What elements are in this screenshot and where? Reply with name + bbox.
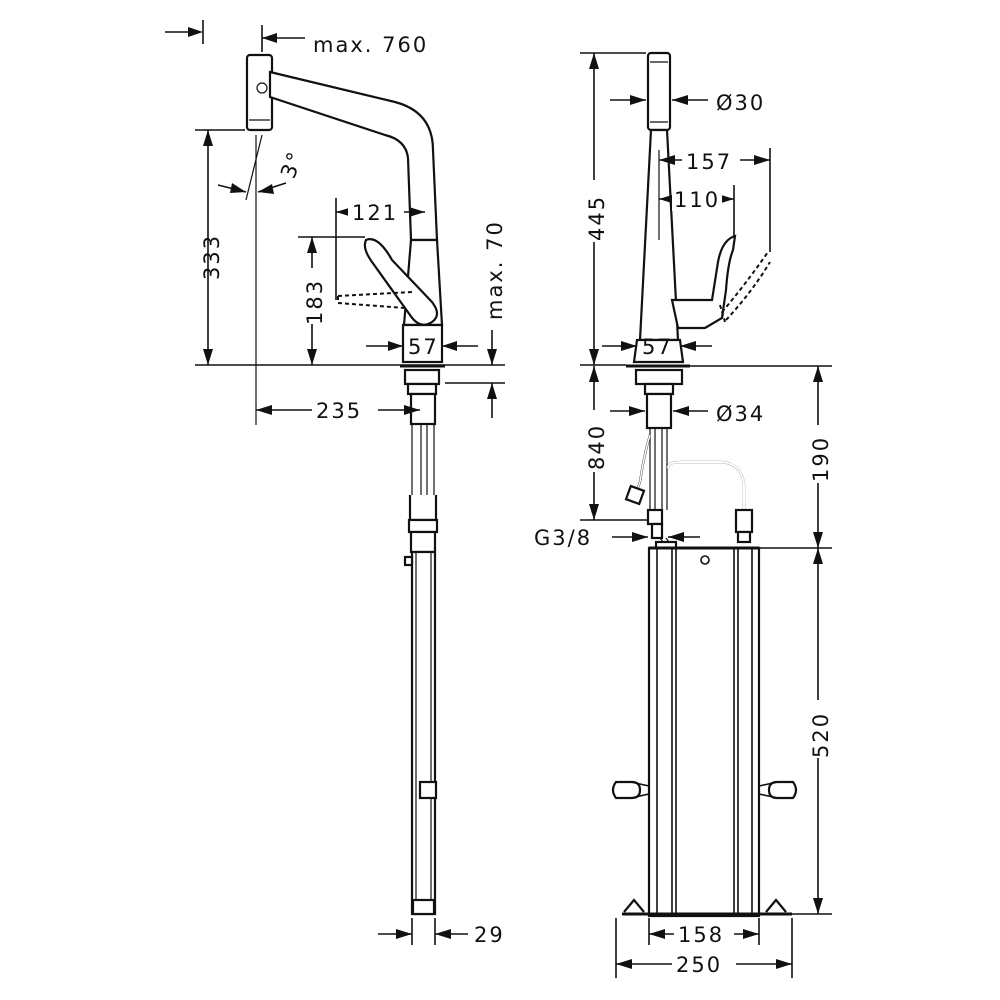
angle-label: 3°	[276, 147, 308, 181]
shank-diameter-label: Ø34	[716, 402, 765, 426]
front-view-dimensions: Ø30 157 110 445 57 Ø34	[534, 52, 833, 978]
side-base-width-label: 57	[408, 335, 439, 359]
below-deck-840-label: 840	[585, 424, 609, 470]
lever-height-label: 183	[303, 279, 327, 325]
projection-235-label: 235	[316, 399, 362, 423]
box-250-label: 250	[676, 953, 722, 977]
box-520-label: 520	[809, 712, 833, 758]
lever	[363, 238, 439, 326]
faucet-base	[401, 323, 444, 364]
max-reach-label: max. 760	[313, 33, 428, 57]
front-lever	[670, 234, 737, 330]
hose-box	[647, 546, 761, 918]
side-view-dimensions: max. 760 3° 333 121 183	[165, 20, 507, 947]
lever-open-position	[337, 291, 413, 309]
thread-label: G3/8	[534, 526, 592, 550]
left-clamp	[611, 780, 642, 800]
side-view-faucet	[245, 53, 445, 916]
swing-157-label: 157	[686, 150, 732, 174]
lever-reach-label: 121	[352, 201, 398, 225]
supply-hoses	[411, 424, 435, 495]
swing-110-label: 110	[674, 188, 720, 212]
front-base-width-label: 57	[642, 335, 673, 359]
front-shank	[645, 392, 673, 430]
box-158-label: 158	[678, 923, 724, 947]
max-70-label: max. 70	[483, 220, 507, 320]
hose-width-label: 29	[474, 923, 505, 947]
front-spray-head	[646, 51, 672, 132]
spout-diameter-label: Ø30	[716, 91, 765, 115]
front-lever-open	[719, 251, 771, 323]
height-333-label: 333	[200, 234, 224, 280]
height-445-label: 445	[585, 195, 609, 241]
connection-190-label: 190	[809, 436, 833, 482]
front-view-faucet	[611, 51, 798, 918]
right-clamp	[767, 780, 798, 800]
